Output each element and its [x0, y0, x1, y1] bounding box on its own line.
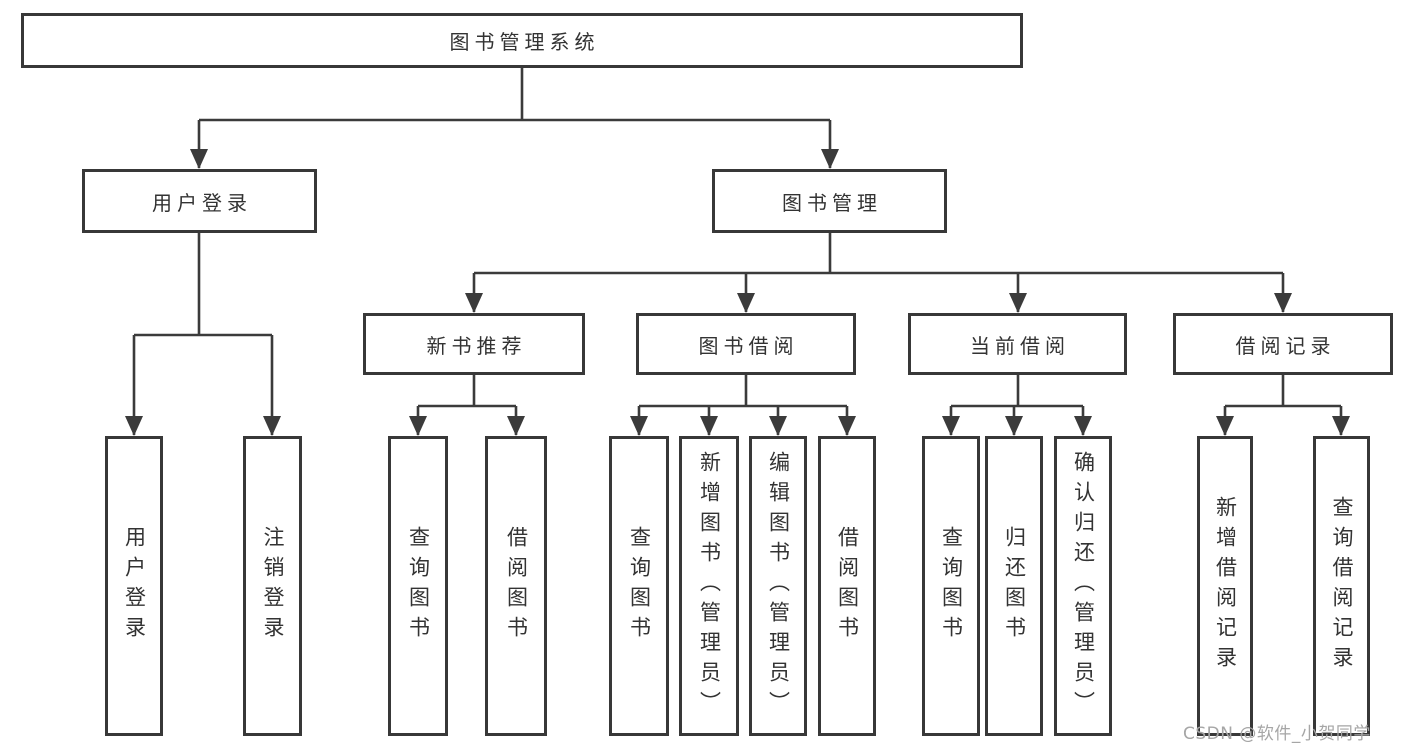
leaf-bb-borrow-book: 借阅图书 — [818, 436, 876, 736]
node-borrow-records-label: 借阅记录 — [1235, 333, 1336, 358]
node-root-label: 图书管理系统 — [449, 30, 600, 54]
node-book-borrow: 图书借阅 — [636, 313, 856, 375]
node-book-management-label: 图书管理 — [782, 190, 882, 215]
node-current-borrow-label: 当前借阅 — [970, 333, 1070, 358]
leaf-br-query-record-label: 查询借阅记录 — [1330, 496, 1354, 676]
leaf-user-login-label: 用户登录 — [122, 526, 147, 646]
leaf-rec-borrow-book-label: 借阅图书 — [504, 526, 529, 646]
leaf-user-login: 用户登录 — [105, 436, 163, 736]
leaf-cb-return-book-label: 归还图书 — [1002, 526, 1027, 646]
leaf-bb-add-book-label: 新增图书（管理员） — [697, 451, 722, 721]
node-user-login-label: 用户登录 — [152, 190, 252, 215]
leaf-bb-query-book-label: 查询图书 — [627, 526, 652, 646]
connector-borrow-records-bus — [1225, 375, 1341, 408]
connector-user-login-bus — [134, 233, 272, 337]
csdn-watermark: CSDN @软件_小贺同学 — [1183, 724, 1371, 744]
leaf-cb-confirm-return-label: 确认归还（管理员） — [1071, 451, 1096, 721]
leaf-bb-edit-book: 编辑图书（管理员） — [749, 436, 807, 736]
connector-book-management-bus — [474, 233, 1283, 275]
connector-book-borrow-bus — [639, 375, 847, 408]
leaf-rec-borrow-book: 借阅图书 — [485, 436, 547, 736]
leaf-logout-login-label: 注销登录 — [261, 526, 285, 646]
leaf-cb-return-book: 归还图书 — [985, 436, 1043, 736]
node-borrow-records: 借阅记录 — [1173, 313, 1393, 375]
leaf-cb-query-book: 查询图书 — [922, 436, 980, 736]
node-new-book-recommend: 新书推荐 — [363, 313, 585, 375]
leaf-logout-login: 注销登录 — [243, 436, 302, 736]
connector-new-book-recommend-bus — [418, 375, 516, 408]
connector-root-to-level2-bus — [199, 68, 830, 122]
leaf-bb-query-book: 查询图书 — [609, 436, 669, 736]
leaf-br-query-record: 查询借阅记录 — [1313, 436, 1370, 736]
node-root: 图书管理系统 — [21, 13, 1023, 68]
node-current-borrow: 当前借阅 — [908, 313, 1127, 375]
connector-current-borrow-bus — [951, 375, 1083, 408]
leaf-bb-add-book: 新增图书（管理员） — [679, 436, 739, 736]
leaf-bb-borrow-book-label: 借阅图书 — [835, 526, 860, 646]
node-user-login: 用户登录 — [82, 169, 317, 233]
node-book-borrow-label: 图书借阅 — [698, 333, 799, 358]
node-new-book-recommend-label: 新书推荐 — [426, 333, 527, 358]
leaf-bb-edit-book-label: 编辑图书（管理员） — [766, 451, 791, 721]
leaf-cb-query-book-label: 查询图书 — [939, 526, 964, 646]
leaf-cb-confirm-return: 确认归还（管理员） — [1054, 436, 1112, 736]
leaf-rec-query-book: 查询图书 — [388, 436, 448, 736]
leaf-rec-query-book-label: 查询图书 — [406, 526, 431, 646]
leaf-br-add-record-label: 新增借阅记录 — [1213, 496, 1238, 676]
node-book-management: 图书管理 — [712, 169, 947, 233]
leaf-br-add-record: 新增借阅记录 — [1197, 436, 1253, 736]
